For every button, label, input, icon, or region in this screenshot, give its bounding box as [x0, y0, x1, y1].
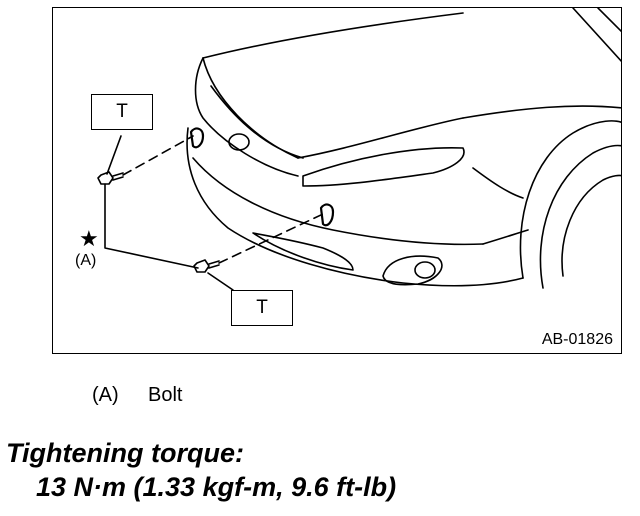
bumper-outline	[186, 127, 524, 287]
callout-label-a: (A)	[75, 252, 97, 269]
torque-title: Tightening torque:	[6, 438, 244, 468]
bolt-upper	[97, 171, 124, 185]
alignment-line-lower	[218, 213, 324, 264]
fog-light-housing	[382, 255, 443, 286]
side-line	[482, 229, 529, 245]
fender-line	[472, 167, 524, 199]
hood-mid-line	[297, 117, 464, 159]
emblem	[228, 133, 250, 151]
torque-mark-lower: T	[231, 290, 293, 326]
fender-arch	[519, 120, 621, 279]
windshield-line	[572, 8, 621, 62]
leader-callout-a	[104, 183, 199, 269]
lower-grille	[252, 232, 354, 271]
grille-outline	[194, 57, 299, 177]
bolt-lower	[193, 259, 220, 273]
legend-key: (A)	[92, 384, 119, 406]
headlight	[302, 146, 465, 187]
bracket-lower	[319, 203, 335, 227]
alignment-line-upper	[122, 135, 194, 176]
legend: (A) Bolt	[92, 384, 182, 407]
leader-torque-upper	[106, 135, 122, 175]
windshield-line-2	[597, 8, 621, 33]
fog-light-lens	[414, 261, 436, 279]
bumper-crease	[192, 157, 484, 246]
torque-value: 13 N·m (1.33 kgf-m, 9.6 ft-lb)	[36, 472, 397, 502]
leader-torque-lower	[207, 272, 234, 291]
diagram-frame: T T ★ (A) AB-01826	[52, 7, 622, 354]
fender-top-line	[462, 105, 621, 119]
car-front-illustration	[97, 8, 621, 291]
legend-text: Bolt	[148, 384, 183, 406]
figure-id: AB-01826	[541, 331, 613, 348]
grille-inner-line	[210, 85, 304, 159]
torque-mark-upper: T	[91, 94, 153, 130]
bracket-upper	[189, 127, 205, 149]
hood-edge	[202, 12, 464, 59]
hood-front-line	[202, 57, 299, 159]
tire-outer	[539, 144, 621, 289]
star-icon: ★	[79, 226, 99, 251]
tire-inner	[561, 174, 621, 277]
